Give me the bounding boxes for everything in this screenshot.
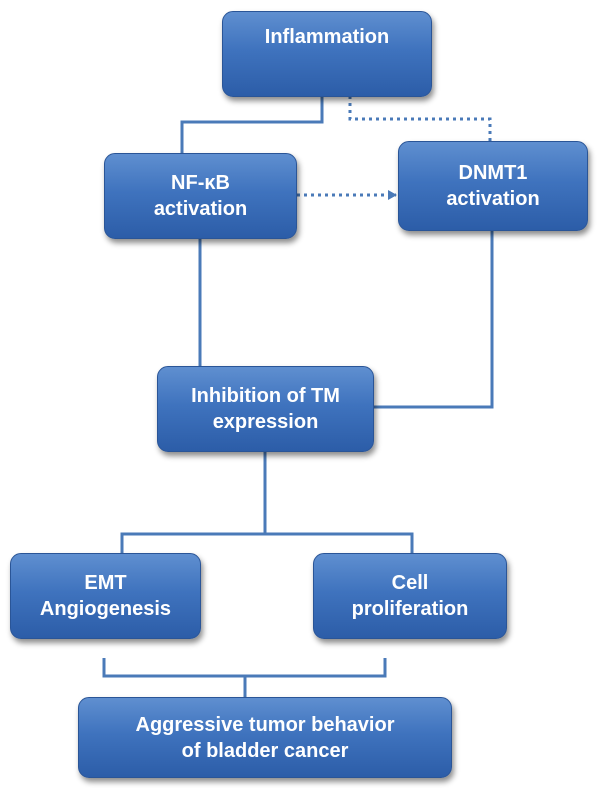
connector-split-bracket: [120, 532, 414, 553]
node-inhibition-of-tm-expression: Inhibition of TM expression: [157, 366, 374, 452]
node-dnmt1-activation: DNMT1 activation: [398, 141, 588, 231]
node-emt-angiogenesis: EMT Angiogenesis: [10, 553, 201, 639]
node-nfkb-activation: NF-κB activation: [104, 153, 297, 239]
node-aggressive-tumor-behavior: Aggressive tumor behavior of bladder can…: [78, 697, 452, 778]
connector-dnmt1-inhibition: [374, 230, 494, 409]
connector-inflammation-nfkb: [180, 96, 324, 155]
node-cell-proliferation: Cell proliferation: [313, 553, 507, 639]
connector-inflammation-dnmt1: [348, 96, 492, 143]
node-inflammation: Inflammation: [222, 11, 432, 97]
connector-merge-bracket: [102, 658, 387, 678]
